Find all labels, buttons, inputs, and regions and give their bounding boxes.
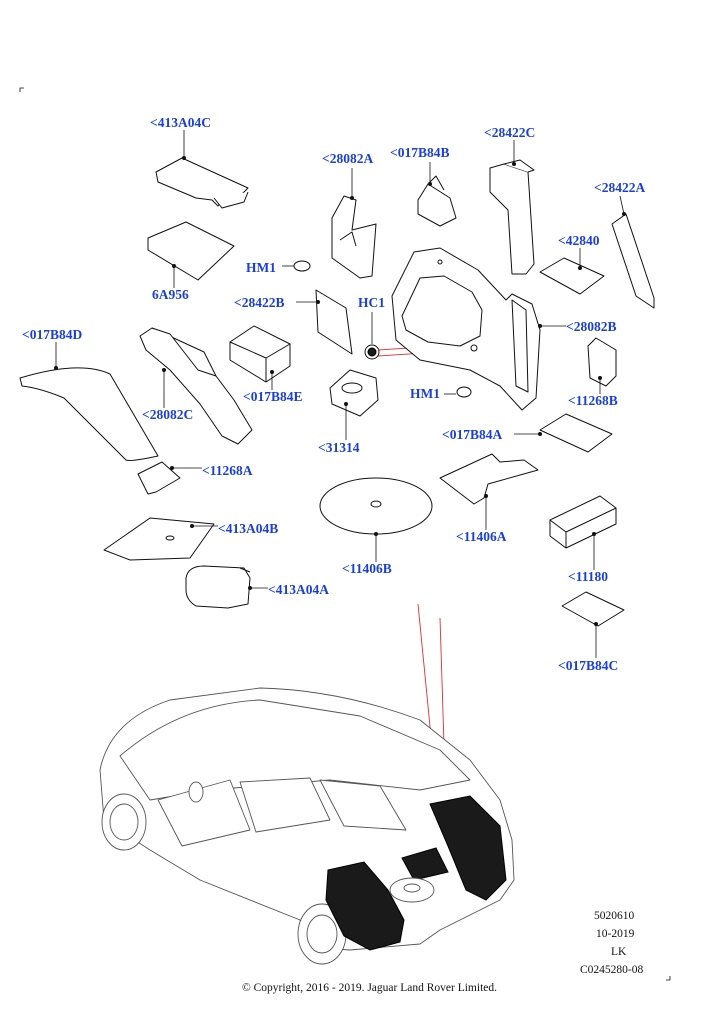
callout-413A04A[interactable]: <413A04A xyxy=(268,582,329,597)
part-28422B[interactable] xyxy=(296,289,353,355)
diagram-date: 10-2019 xyxy=(596,928,635,940)
part-017B84E[interactable] xyxy=(229,325,291,390)
diagram-code: 5020610 xyxy=(594,910,635,922)
callout-28422C[interactable]: <28422C xyxy=(484,125,536,140)
callout-31314[interactable]: <31314 xyxy=(318,440,360,455)
part-017B84C[interactable] xyxy=(561,591,625,658)
callout-11406A[interactable]: <11406A xyxy=(456,529,507,544)
part-11406A[interactable] xyxy=(439,453,539,530)
callout-6A956[interactable]: 6A956 xyxy=(152,287,189,302)
part-28082B-panel[interactable] xyxy=(391,247,566,411)
part-11180[interactable] xyxy=(549,495,617,570)
callout-017B84D[interactable]: <017B84D xyxy=(22,327,83,342)
part-42840[interactable] xyxy=(539,248,605,295)
part-413A04C[interactable] xyxy=(155,130,249,209)
part-28082A[interactable] xyxy=(331,168,377,279)
callout-28082A[interactable]: <28082A xyxy=(322,151,374,166)
corner-mark xyxy=(666,976,671,981)
part-6A956[interactable] xyxy=(147,221,235,288)
callout-017B84B[interactable]: <017B84B xyxy=(390,145,450,160)
part-28422C[interactable] xyxy=(489,140,535,275)
callout-11268B[interactable]: <11268B xyxy=(568,393,618,408)
callout-413A04C[interactable]: <413A04C xyxy=(150,115,211,130)
callout-017B84A[interactable]: <017B84A xyxy=(442,427,503,442)
part-11268B[interactable] xyxy=(587,337,617,394)
part-11406B[interactable] xyxy=(319,477,433,562)
part-28422A[interactable] xyxy=(611,195,655,309)
callout-11406B[interactable]: <11406B xyxy=(342,561,392,576)
callout-413A04B[interactable]: <413A04B xyxy=(218,521,279,536)
part-28082C[interactable] xyxy=(139,327,253,445)
part-HM1-left[interactable] xyxy=(282,260,311,272)
part-017B84A[interactable] xyxy=(514,413,613,453)
callout-11180[interactable]: <11180 xyxy=(568,569,608,584)
callout-42840[interactable]: <42840 xyxy=(558,233,600,248)
part-11268A[interactable] xyxy=(137,461,202,495)
callout-HM1-left[interactable]: HM1 xyxy=(246,260,276,275)
part-017B84B[interactable] xyxy=(417,162,457,227)
part-HM1-right[interactable] xyxy=(444,386,472,398)
part-413A04B[interactable] xyxy=(103,517,218,561)
callout-HC1[interactable]: HC1 xyxy=(358,295,385,310)
callout-28422B[interactable]: <28422B xyxy=(234,295,285,310)
callout-11268A[interactable]: <11268A xyxy=(202,463,253,478)
part-413A04A[interactable] xyxy=(185,565,268,609)
part-31314[interactable] xyxy=(329,369,379,440)
copyright-notice: © Copyright, 2016 - 2019. Jaguar Land Ro… xyxy=(242,982,497,994)
corner-mark xyxy=(19,87,24,92)
callout-28082C[interactable]: <28082C xyxy=(142,407,194,422)
diagram-initials: LK xyxy=(611,946,627,958)
callout-28422A[interactable]: <28422A xyxy=(594,180,646,195)
callout-017B84C[interactable]: <017B84C xyxy=(558,658,619,673)
callout-HM1-right[interactable]: HM1 xyxy=(410,386,440,401)
diagram-reference: C0245280-08 xyxy=(580,964,644,976)
callout-28082B[interactable]: <28082B xyxy=(566,319,617,334)
part-017B84D[interactable] xyxy=(19,342,159,461)
callout-017B84E[interactable]: <017B84E xyxy=(243,389,303,404)
vehicle-illustration xyxy=(99,687,515,965)
